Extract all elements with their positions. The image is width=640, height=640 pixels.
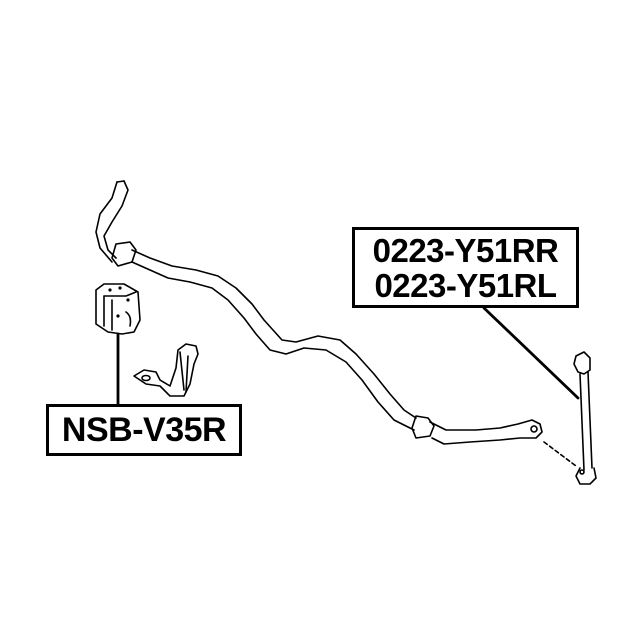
part-number-bushing: NSB-V35R [61, 411, 227, 449]
stabilizer-bushing-drawing [95, 283, 141, 335]
callout-stabilizer-link: 0223-Y51RR 0223-Y51RL [352, 227, 579, 308]
stabilizer-link-drawing [543, 351, 597, 485]
leader-line-link [482, 306, 580, 400]
callout-stabilizer-bushing: NSB-V35R [46, 404, 242, 456]
bushing-bracket-drawing [133, 343, 199, 397]
stabilizer-bar [95, 180, 543, 445]
part-number-rl: 0223-Y51RL [374, 266, 557, 304]
part-number-rr: 0223-Y51RR [372, 231, 559, 269]
